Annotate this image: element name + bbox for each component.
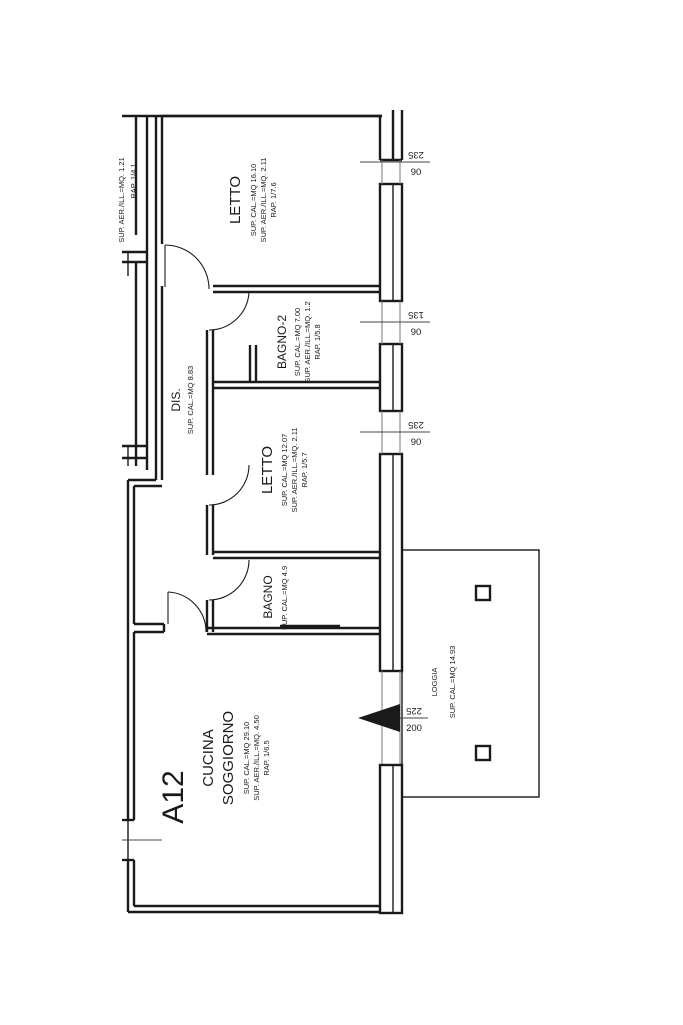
room-info: SUP. CAL.=MQ 29.10: [242, 722, 251, 795]
room-name: DIS.: [169, 388, 183, 411]
neighbor-info-2: RAP. 1/4.1: [129, 163, 138, 198]
room-name: LETTO: [227, 176, 244, 224]
dim-w3-bottom: 90: [411, 437, 422, 448]
window-dimensions: 235 90 135 90 235 90 225 200: [360, 149, 430, 734]
room-info: SUP. AER./ILL.=MQ. 2.11: [259, 158, 268, 243]
unit-walls: [122, 114, 382, 914]
room-name: LOGGIA: [430, 668, 439, 697]
room-info: RAP. 1/5.7: [300, 452, 309, 487]
room-name-2: SOGGIORNO: [220, 711, 237, 805]
dim-w2-bottom: 90: [411, 327, 422, 338]
dim-w3-top: 235: [408, 419, 424, 430]
room-letto-1: LETTO SUP. CAL.=MQ 16.10 SUP. AER./ILL.=…: [227, 158, 278, 243]
room-info: SUP. CAL.=MQ 8.83: [186, 366, 195, 434]
room-info: SUP. CAL.=MQ 12.07: [280, 434, 289, 507]
room-info: SUP. AER./ILL.=MQ. 4.50: [252, 715, 261, 801]
room-info: SUP. AER./ILL.=MQ. 1.2: [303, 301, 312, 382]
room-info: SUP. CAL.=MQ 14.93: [448, 646, 457, 719]
room-info: SUP. CAL.=MQ 7.00: [293, 308, 302, 376]
entrance-arrow-icon: [358, 704, 400, 732]
dim-w1-top: 235: [408, 149, 424, 160]
column-1: [474, 584, 492, 602]
room-info: SUP. CAL.=MQ 4.9: [280, 566, 289, 630]
room-name: CUCINA: [200, 729, 217, 787]
dim-door-top: 225: [406, 705, 422, 716]
dim-door-bottom: 200: [406, 723, 422, 734]
room-cucina-soggiorno: CUCINA SOGGIORNO SUP. CAL.=MQ 29.10 SUP.…: [200, 711, 271, 805]
room-info: RAP. 1/7.6: [269, 182, 278, 217]
neighbor-info-1: SUP. AER./ILL.=MQ. 1.21: [117, 157, 126, 243]
exterior-wall: [378, 110, 404, 915]
room-dis: DIS. SUP. CAL.=MQ 8.83: [169, 366, 195, 434]
dim-w2-top: 135: [408, 309, 424, 320]
room-info: SUP. AER./ILL.=MQ. 2.11: [290, 428, 299, 513]
room-info: RAP. 1/5.8: [313, 324, 322, 359]
room-info: RAP. 1/6.5: [262, 740, 271, 775]
room-loggia: LOGGIA SUP. CAL.=MQ 14.93: [430, 646, 457, 719]
room-name: LETTO: [259, 446, 276, 494]
room-bagno: BAGNO SUP. CAL.=MQ 4.9: [261, 566, 289, 630]
dim-w1-bottom: 90: [411, 167, 422, 178]
room-letto-2: LETTO SUP. CAL.=MQ 12.07 SUP. AER./ILL.=…: [259, 428, 309, 513]
loggia-outline: [401, 549, 540, 798]
room-name: BAGNO-2: [275, 315, 289, 369]
column-2: [474, 744, 492, 762]
doors: [164, 244, 250, 633]
room-bagno-2: BAGNO-2 SUP. CAL.=MQ 7.00 SUP. AER./ILL.…: [275, 301, 322, 382]
neighbor-room-label: SUP. AER./ILL.=MQ. 1.21 RAP. 1/4.1: [117, 157, 138, 243]
room-info: SUP. CAL.=MQ 16.10: [249, 164, 258, 237]
room-name: BAGNO: [261, 575, 275, 618]
unit-label: A12: [157, 770, 190, 823]
